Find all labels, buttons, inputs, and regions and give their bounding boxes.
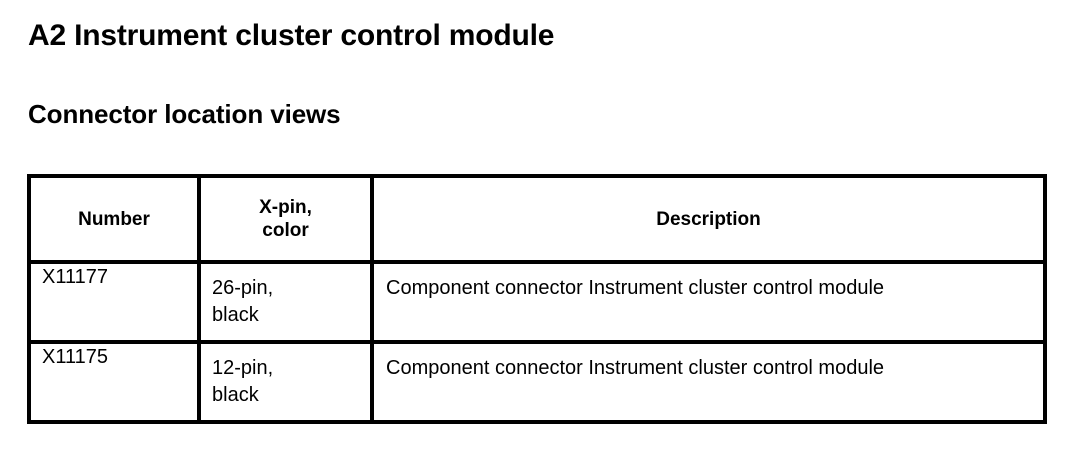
- column-header-description-label: Description: [656, 208, 761, 230]
- cell-connector-number: X11175: [27, 340, 201, 424]
- cell-connector-number: X11177: [27, 260, 201, 344]
- table-header-row: Number X-pin, color Description: [27, 174, 1047, 264]
- cell-pin-color: 12-pin, black: [197, 340, 374, 424]
- cell-connector-number-text: X11177: [42, 266, 108, 288]
- column-header-pin-color-line2: color: [262, 220, 309, 241]
- cell-pin-count: 12-pin,: [212, 357, 274, 379]
- cell-description-text: Component connector Instrument cluster c…: [386, 357, 885, 379]
- cell-pin-color-text: 26-pin, black: [201, 264, 370, 337]
- column-header-number: Number: [27, 174, 201, 264]
- cell-description: Component connector Instrument cluster c…: [370, 260, 1047, 344]
- table-body: X11177 26-pin, black Component connector…: [27, 260, 1047, 424]
- cell-pin-color-text: 12-pin, black: [201, 344, 370, 417]
- cell-description-text: Component connector Instrument cluster c…: [386, 277, 885, 299]
- column-header-pin-color-line1: X-pin,: [259, 197, 312, 218]
- column-header-pin-color: X-pin, color: [197, 174, 374, 264]
- section-heading: Connector location views: [28, 99, 341, 129]
- cell-pin-count: 26-pin,: [212, 277, 274, 299]
- table-row: X11175 12-pin, black Component connector…: [27, 340, 1047, 424]
- cell-description: Component connector Instrument cluster c…: [370, 340, 1047, 424]
- table-row: X11177 26-pin, black Component connector…: [27, 260, 1047, 344]
- column-header-number-label: Number: [78, 208, 150, 230]
- cell-pin-colorname: black: [212, 304, 259, 326]
- cell-pin-colorname: black: [212, 384, 259, 406]
- cell-connector-number-text: X11175: [42, 346, 108, 368]
- table-header: Number X-pin, color Description: [27, 174, 1047, 264]
- connector-location-table: Number X-pin, color Description X11177 2: [27, 174, 1047, 424]
- column-header-description: Description: [370, 174, 1047, 264]
- page-title: A2 Instrument cluster control module: [28, 19, 555, 52]
- cell-pin-color: 26-pin, black: [197, 260, 374, 344]
